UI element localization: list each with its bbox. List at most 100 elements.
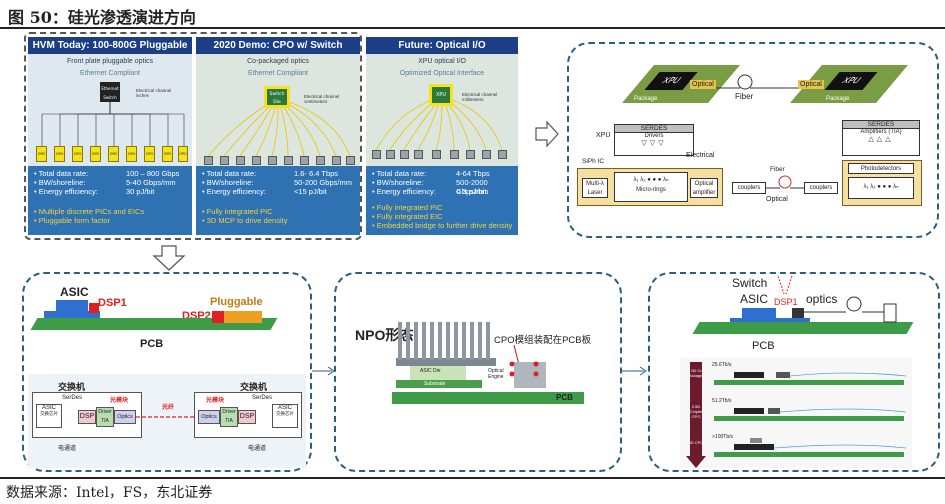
spec-value: 4-64 Tbps [456,169,490,178]
elec-channel-right: 电通道 [248,446,267,452]
electrical-label: Electrical [686,152,715,159]
couplers-box-left: couplers [732,182,766,194]
pluggable-module: OPO [178,146,188,162]
spec-item: • Total data rate:100 – 800 Gbps [34,169,180,178]
asic-block [56,300,88,312]
cpo-evolution-panel [680,358,912,468]
spec-key: BW/shoreline: [38,178,86,187]
optical-io-port [372,150,381,159]
note-item: • Multiple discrete PICs and EICs [34,207,145,216]
optical-engine [220,156,229,165]
cpo-asic-label: ASIC [740,292,769,306]
optical-engine [204,156,213,165]
package-label-left: Package [634,96,658,102]
optics-box-right: Optics [198,410,220,424]
drivers-label: Drivers [644,133,664,139]
panel-illustration: XPU optical I/O Optimized Optical Interf… [366,54,518,166]
ring-row: λ₁ λ₂ ● ● ● λₙ [633,177,669,183]
driver-triangles: ▽▽▽ [641,140,667,147]
switch-left-title: 交换机 [58,382,86,392]
serdes-box-tx: SERDES Drivers ▽▽▽ [614,124,694,156]
spec-item: • BW/shoreline:500-2000 Gbps/mm [372,178,517,196]
switch-die: Switch Die [264,86,290,108]
pluggable-module: OPO [54,146,65,162]
cpo-fiber [804,296,897,323]
spec-key: Energy efficiency: [206,187,266,196]
optical-io-port [400,150,409,159]
panel-subtitle: XPU optical I/O [418,58,466,65]
serdes-label: SERDES [615,125,693,133]
dsp1-block [89,303,99,313]
pluggable-module [224,311,262,323]
figure-title: 图 50：硅光渗透演进方向 [8,8,196,27]
heatsink-base [396,358,496,366]
spec-item: • Total data rate:4-64 Tbps [372,169,490,178]
pluggable-module: OPO [144,146,155,162]
multi-laser-box: Multi-λ Laser [582,178,608,198]
cpo-row-graphics [714,372,907,457]
panel-subtitle: Front plate pluggable optics [67,58,153,65]
amplifier-triangles: △△△ [868,136,894,143]
spec-list: • Total data rate:4-64 Tbps • BW/shoreli… [372,169,517,196]
panel-subtitle: Co-packaged optics [247,58,309,65]
package-label-right: Package [826,96,850,102]
panel-header: HVM Today: 100-800G Pluggable [28,37,192,54]
source-note: 数据来源：Intel，FS，东北证券 [6,485,213,501]
rx-rings-box: λ₁ λ₂ ● ● ● λₙ [848,177,914,199]
optical-engine [236,156,245,165]
row-tag: 2.5D Co-packaged [687,368,705,378]
fiber-label: Fiber [735,92,754,101]
row-speed: >100Tb/s [712,434,733,440]
asic-die-label: ASIC Die [420,368,441,374]
pluggable-module: OPO [108,146,119,162]
panel-header: 2020 Demo: CPO w/ Switch [196,37,360,54]
optical-io-port [414,150,423,159]
note-text: Pluggable form factor [38,216,111,225]
optical-label-lower: Optical [766,196,788,203]
spec-item: • Energy efficiency:30 pJ/bit [34,187,155,196]
substrate-label: Substrate [424,381,446,387]
cpo-pcb-label: PCB [752,340,775,352]
spec-value: < 3 pJ/bit [456,187,487,196]
dsp-box-left: DSP [78,410,96,424]
optical-module-right: 光模块 [206,398,225,404]
pluggable-module: OPO [162,146,173,162]
optical-engine [346,156,355,165]
cpo-dsp1-label: DSP1 [774,297,798,307]
spec-item: • Energy efficiency:<15 pJ/bit [202,187,327,196]
optical-io-port [498,150,507,159]
switch-chip: Ethernet Switch [100,82,120,102]
asic-label: ASIC [60,285,89,299]
panel-illustration: Co-packaged optics Ethernet Compliant Sw… [196,54,360,166]
spec-key: Total data rate: [38,169,89,178]
note-item: • Pluggable form factor [34,216,111,225]
elec-channel-left: 电通道 [58,446,77,452]
asic-die-block [410,366,466,380]
pluggable-module: OPO [36,146,47,162]
panel-optical-io: Future: Optical I/O XPU optical I/O Opti… [366,37,518,235]
panel-cpo: 2020 Demo: CPO w/ Switch Co-packaged opt… [196,37,360,235]
npo-diagram-box [334,272,622,472]
npo-callout: CPO模组装配在PCB板 [494,335,592,346]
spec-key: Total data rate: [206,169,257,178]
note-text: Fully integrated EIC [376,212,443,221]
pcb-board-npo [392,392,584,404]
spec-key: Total data rate: [376,169,427,178]
cpo-optics-block [792,308,804,318]
fanout-lines [375,99,503,151]
connector-dots [509,361,539,377]
optical-io-port [466,150,475,159]
optical-label-right: Optical [798,80,824,89]
optical-engine [300,156,309,165]
xpu-label: XPU [596,132,611,139]
evolution-arrow [686,362,706,468]
spec-value: 50-200 Gbps/mm [294,178,352,187]
spec-item: • Total data rate:1.6- 6.4 Tbps [202,169,339,178]
couplers-box-right: couplers [804,182,838,194]
spec-value: 1.6- 6.4 Tbps [294,169,339,178]
optical-engine [268,156,277,165]
amplifiers-label: Amplifiers (TIA) [860,129,902,135]
cpo-optics-label: optics [806,292,838,306]
serdes-left: SerDes [62,395,83,401]
